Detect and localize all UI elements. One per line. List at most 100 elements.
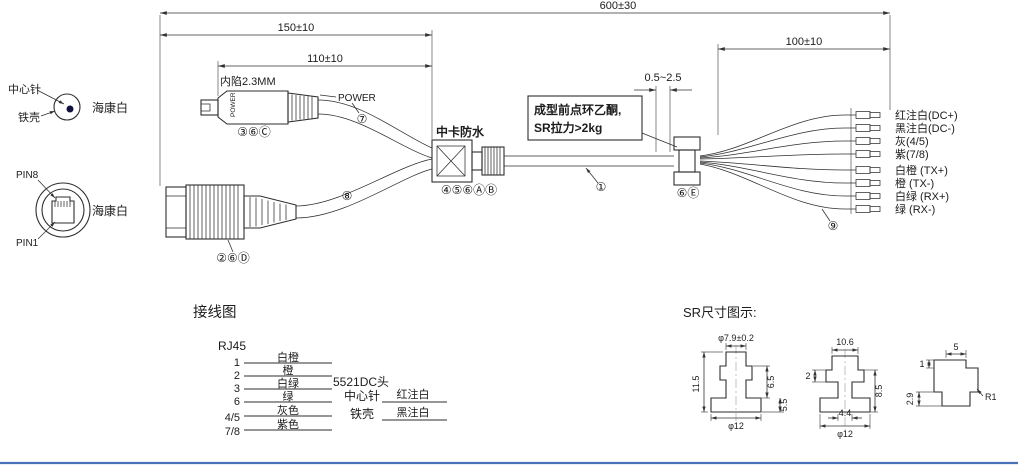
dim-dc-branch-label: 150±10 (278, 22, 315, 34)
sr2-dia-bottom: φ12 (837, 429, 853, 439)
dc-cable-bottom (317, 113, 433, 159)
dim-dc-inner-label: 110±10 (307, 53, 343, 65)
wire-label: 橙 (TX-) (895, 176, 934, 190)
waterproof-label: 中卡防水 (436, 124, 485, 139)
sr-heading: SR尺寸图示: (683, 305, 757, 320)
mid-connector-neck (471, 151, 483, 171)
dc-plug-side-view: POWER (200, 90, 433, 159)
callout-dc-cable: ⑦ (357, 112, 368, 126)
mid-connector-ribs-body (481, 146, 505, 176)
note-box: 成型前点环乙酮, SR拉力>2kg (527, 95, 678, 148)
dc-table-pin: 中心针 (344, 388, 380, 403)
rj45-pins (54, 201, 71, 207)
rj45-knurled-body (185, 184, 245, 240)
power-leader-label: POWER (338, 93, 376, 104)
dim-overall-label: 600±30 (600, 0, 637, 12)
rj45-face-view (35, 179, 91, 240)
hikvision-white-rj45-label: 海康白 (92, 203, 128, 218)
callout-fanout: ⑨ (828, 219, 839, 233)
wire-label: 红注白(DC+) (895, 108, 958, 122)
dim-fanout-label: 100±10 (786, 36, 823, 48)
rj45-boot-ribs (249, 197, 287, 227)
sr1-height-right-lower: 5.5 (779, 399, 789, 412)
sr1-height-left: 11.5 (691, 376, 701, 393)
callout-main-cable: ① (596, 180, 607, 194)
dc-table-color: 红注白 (397, 387, 430, 401)
rj45-boot (243, 195, 297, 229)
wire-terminals (845, 111, 881, 213)
dc-table-title: 5521DC头 (333, 375, 389, 389)
rj45-color: 白绿 (277, 376, 299, 390)
sr-view-1: φ7.9±0.2 11.5 6.5 5.5 φ12 (691, 333, 789, 431)
sr-part-top (673, 136, 701, 151)
pin8-label: PIN8 (16, 170, 39, 181)
callout-sr-part: ⑥Ⓔ (677, 186, 700, 200)
sr2-height-left: 2 (805, 371, 810, 381)
recess-note-label: 内陷2.3MM (220, 74, 276, 88)
wiring-table: 接线图 RJ45 1 白橙 2 橙 3 白绿 6 绿 4/5 灰色 7/8 紫色… (193, 304, 447, 438)
dc-shell-circle (53, 93, 81, 121)
rj45-pin: 7/8 (225, 426, 240, 438)
wire-label: 黑注白(DC-) (895, 121, 955, 135)
rj45-outer-ring (35, 182, 91, 238)
dim-fanout-100: 100±10 (717, 36, 890, 135)
rj45-pin: 4/5 (225, 412, 240, 424)
sr3-fillet: R1 (985, 392, 997, 402)
sr2-waist-width: 4.4 (839, 408, 852, 418)
rj45-pin: 2 (234, 370, 240, 382)
mid-connector (431, 139, 674, 183)
dc-center-pin-dot (66, 105, 74, 113)
dim-dc-inner-110: 110±10 (217, 53, 432, 96)
wire-label: 绿 (RX-) (895, 202, 935, 216)
dc-plug-body (217, 90, 289, 125)
sr1-dia-top: φ7.9±0.2 (718, 333, 754, 343)
sr3-width-top: 5 (953, 342, 958, 352)
dim-sr-gap-label: 0.5~2.5 (644, 72, 681, 84)
sr2-width-top: 10.6 (836, 337, 854, 347)
wiring-heading: 接线图 (193, 304, 237, 321)
callout-rj45-cable: ⑧ (342, 189, 353, 203)
dim-overall-600: 600±30 (159, 0, 891, 186)
sr3-height-left: 2.9 (905, 393, 915, 406)
rj45-pin: 1 (234, 357, 240, 369)
dc-strain-relief-ribs (291, 94, 313, 121)
sr-part-waist (678, 149, 696, 173)
wire-fanout: 红注白(DC+) 黑注白(DC-) 灰(4/5) 紫(7/8) 白橙 (TX+)… (699, 108, 958, 233)
wire-label: 白橙 (TX+) (895, 163, 948, 177)
sr3-step-left: 1 (919, 359, 924, 369)
rj45-cable-top (295, 158, 433, 207)
dc-body-molded-text: POWER (230, 92, 237, 117)
dc-barrel (200, 99, 219, 116)
rj45-body-ribs (189, 185, 239, 239)
callout-dc-plug: ③⑥Ⓒ (237, 125, 271, 139)
wire-label: 紫(7/8) (895, 148, 929, 161)
sr-dimension-section: SR尺寸图示: φ7.9±0.2 11.5 6.5 5.5 φ12 (683, 305, 997, 439)
sr2-height-right: 8.5 (874, 385, 884, 398)
rj45-color: 紫色 (277, 417, 299, 431)
center-pin-label: 中心针 (8, 82, 41, 96)
sr-view-2: 10.6 2 8.5 4.4 φ12 (805, 337, 884, 439)
rj45-cap (165, 186, 187, 238)
rj45-plug-side-view (165, 158, 433, 240)
callout-mid-connector: ④⑤⑥ⒶⒷ (441, 183, 497, 197)
dc-table-pin: 铁壳 (350, 407, 374, 421)
pin1-label: PIN1 (16, 238, 39, 249)
sr1-dia-bottom: φ12 (728, 421, 744, 431)
note-box-frame (527, 95, 643, 141)
hikvision-white-dc-label: 海康白 (92, 100, 128, 115)
rj45-color: 白橙 (277, 350, 299, 364)
dc-cable-top (317, 99, 433, 149)
rj45-table-title: RJ45 (218, 339, 246, 353)
sr-part (673, 136, 701, 186)
note-line1: 成型前点环乙酮, (534, 102, 621, 117)
rj45-inner-ring (41, 188, 85, 232)
rj45-cable-bottom (295, 168, 433, 219)
iron-shell-label: 铁壳 (18, 110, 40, 124)
dc-connector-face-view (36, 89, 81, 121)
sr-part-bottom (673, 171, 701, 186)
rj45-color: 橙 (283, 363, 294, 377)
mid-connector-ribs (484, 147, 501, 175)
rj45-pin: 3 (234, 383, 240, 395)
